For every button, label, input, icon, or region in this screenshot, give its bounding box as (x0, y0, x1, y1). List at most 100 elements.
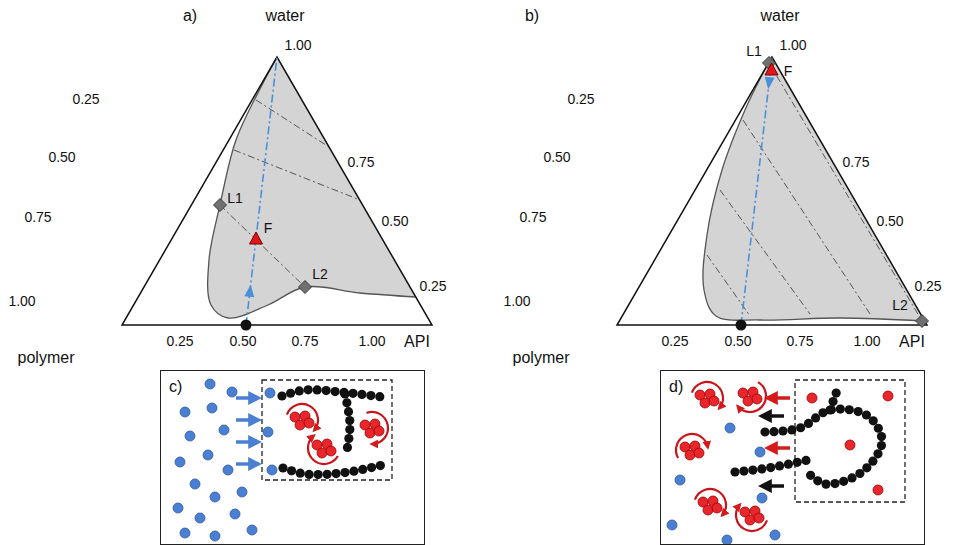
polymer-bead (793, 458, 802, 467)
tick-label: 1.00 (779, 38, 806, 53)
api-molecule (743, 396, 753, 406)
water-molecule (173, 503, 183, 513)
polymer-bead (830, 479, 839, 488)
api-molecule (709, 396, 719, 406)
polymer-bead (778, 426, 787, 435)
ternary-plot (122, 57, 432, 331)
feed-point (241, 320, 252, 331)
flux-arrow (236, 440, 258, 444)
tick-label: 0.25 (567, 92, 594, 107)
polymer-bead (342, 398, 351, 407)
polymer-bead (821, 480, 830, 489)
api-molecule (807, 393, 817, 403)
polymer-bead (340, 389, 349, 398)
polymer-bead (832, 388, 841, 397)
two-phase-region (703, 57, 924, 321)
api-molecule (752, 394, 762, 404)
path-arrowhead (244, 285, 254, 297)
point-label: L1 (227, 191, 243, 206)
polymer-bead (296, 469, 305, 478)
rotation-arrow (692, 382, 723, 408)
ternary-frame (617, 57, 927, 325)
tick-label: 0.25 (72, 92, 99, 107)
point-label: L1 (746, 44, 762, 59)
water-molecule (203, 450, 213, 460)
binodal-curve (703, 57, 924, 321)
polymer-bead (787, 425, 796, 434)
polymer-bead (332, 469, 341, 478)
ternary-plot (617, 57, 929, 331)
polymer-bead (801, 456, 810, 465)
binodal-curve (208, 57, 416, 318)
polymer-bead (376, 461, 385, 470)
water-molecule (230, 509, 240, 519)
flux-arrow (236, 462, 258, 466)
polymer-bead (877, 432, 886, 441)
tick-label: 0.25 (914, 279, 941, 294)
polymer-bead (839, 477, 848, 486)
polymer-bead (313, 385, 322, 394)
feed-triangle (765, 63, 778, 75)
tick-label: 0.25 (166, 334, 193, 349)
polymer-bead (357, 390, 366, 399)
polymer-bead (287, 466, 296, 475)
water-molecule (667, 520, 677, 530)
polymer-bead (748, 465, 757, 474)
flux-arrow (236, 396, 258, 400)
polymer-bead (358, 465, 367, 474)
water-molecule (210, 492, 220, 502)
api-molecule (694, 448, 704, 458)
tick-label: 0.50 (724, 334, 751, 349)
tick-label: 1.00 (8, 294, 35, 309)
polymer-bead (739, 466, 748, 475)
api-molecule (703, 505, 713, 515)
polymer-bead (766, 463, 775, 472)
water-molecule (219, 425, 229, 435)
water-molecule (675, 475, 685, 485)
polymer-bead (348, 389, 357, 398)
vertex-label: polymer (18, 349, 75, 367)
polymer-bead (784, 460, 793, 469)
feed-point (736, 320, 747, 331)
flux-arrow (762, 414, 784, 418)
polymer-bead (340, 468, 349, 477)
polymer-bead (345, 416, 354, 425)
phase-point (299, 281, 312, 294)
polymer-bead (760, 427, 769, 436)
api-molecule (712, 503, 722, 513)
vertex-label: API (404, 333, 430, 351)
water-molecule (180, 528, 190, 538)
flux-arrow (768, 446, 790, 450)
api-molecule (883, 391, 893, 401)
api-molecule (873, 485, 883, 495)
water-molecule (722, 535, 732, 545)
rotation-arrow (738, 382, 766, 412)
tick-label: 0.75 (24, 210, 51, 225)
api-molecule (745, 515, 755, 525)
water-molecule (770, 530, 780, 540)
tick-label: 1.00 (284, 38, 311, 53)
tick-label: 0.75 (786, 334, 813, 349)
water-molecule (247, 525, 257, 535)
particle-boundary (795, 380, 905, 502)
polymer-bead (278, 463, 287, 472)
tick-label: 1.00 (853, 334, 880, 349)
polymer-bead (367, 463, 376, 472)
water-molecule (227, 387, 237, 397)
two-phase-region (208, 57, 416, 318)
tie-line (234, 150, 360, 200)
water-molecule (265, 388, 275, 398)
water-molecule (725, 423, 735, 433)
rotation-arrow (308, 436, 338, 464)
polymer-bead (806, 471, 815, 480)
polymer-bead (877, 441, 886, 450)
tie-line (256, 100, 329, 147)
polymer-bead (344, 407, 353, 416)
rotation-arrow (695, 489, 726, 515)
polymer-bead (305, 470, 314, 479)
water-molecule (175, 457, 185, 467)
tick-label: 1.00 (358, 334, 385, 349)
point-label: F (784, 64, 793, 79)
polymer-bead (769, 427, 778, 436)
polymer-bead (836, 405, 845, 414)
